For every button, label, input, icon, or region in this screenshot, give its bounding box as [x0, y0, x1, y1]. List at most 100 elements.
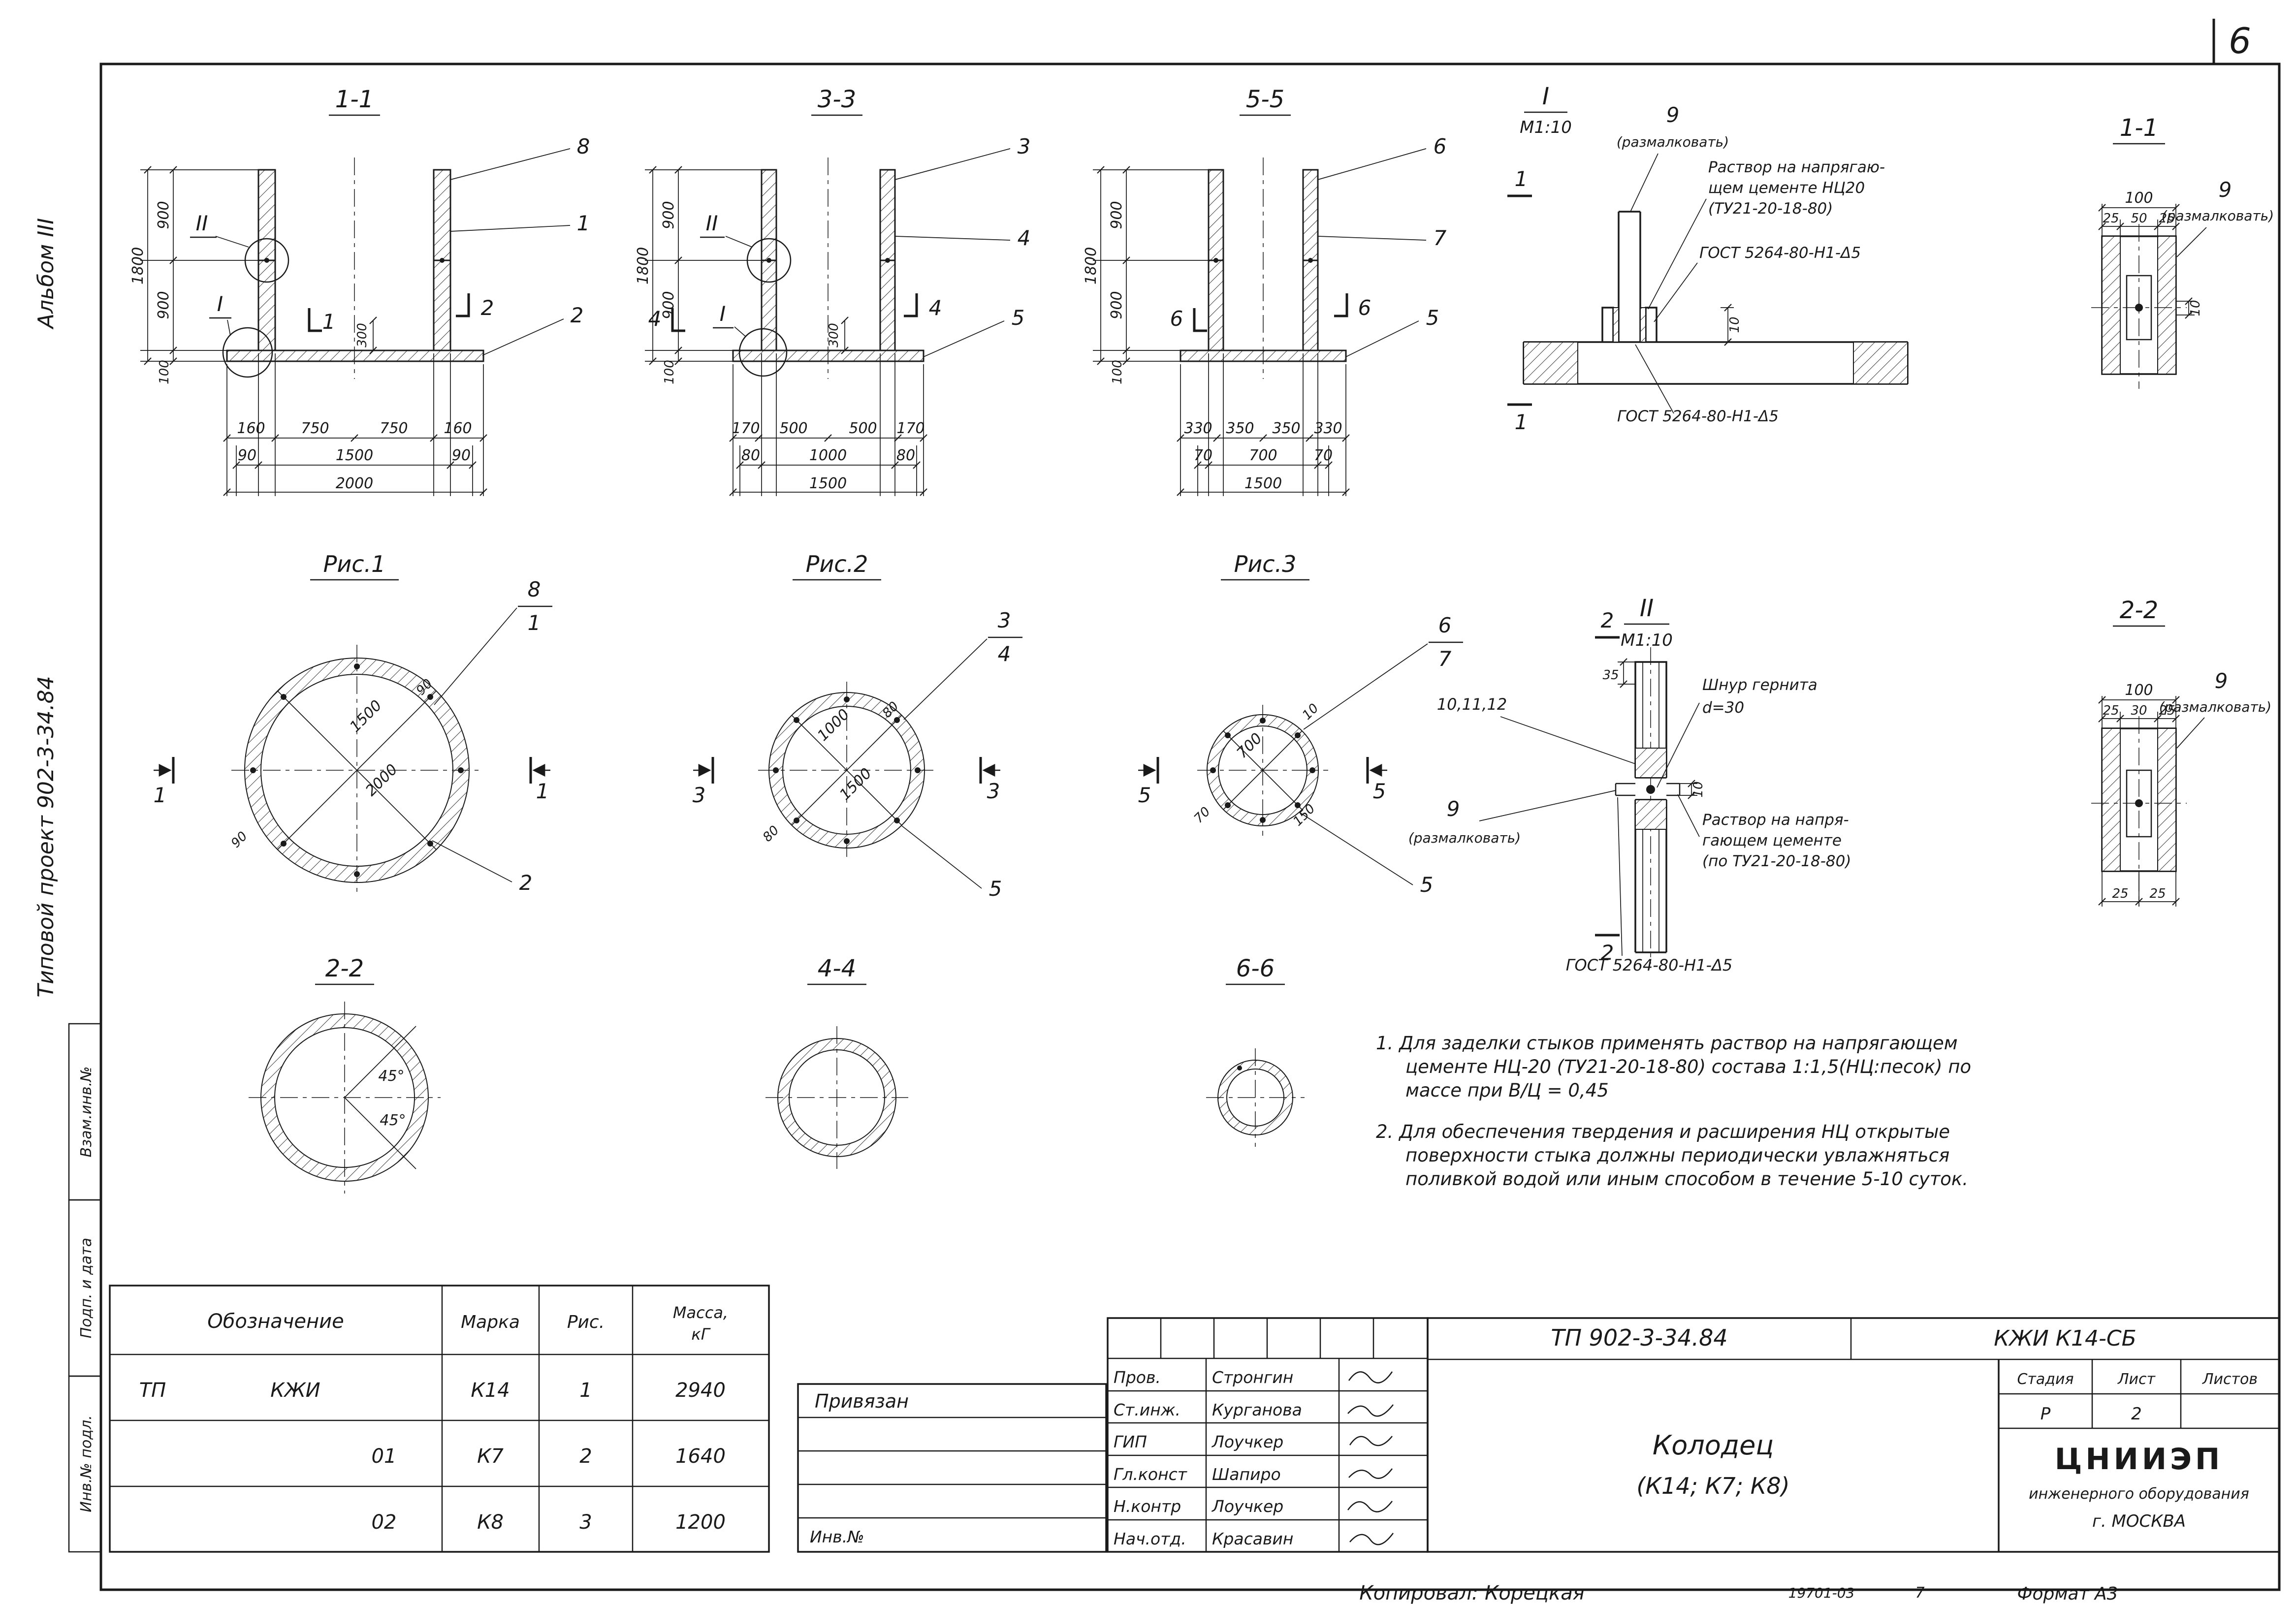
section-view-5-5: 5-5 900 900 100 1800 330 350 350 330 70 … — [1083, 86, 1447, 581]
wall-right-lower — [879, 259, 896, 351]
wall-inner-lines — [1642, 662, 1659, 952]
dim-25a: 25 — [2103, 703, 2119, 718]
dim-ext — [2102, 204, 2176, 236]
bolt-dots — [250, 663, 464, 877]
leader — [1657, 702, 1700, 788]
detail-circle-II — [244, 238, 289, 283]
dim-r2-1: 1000 — [809, 447, 847, 464]
remark-razmalkovat: (размалковать) — [1408, 830, 1521, 846]
note-2-line-1: 2. Для обеспечения твердения и расширени… — [1376, 1121, 1950, 1142]
note-1-line-2: цементе НЦ-20 (ТУ21-20-18-80) состава 1:… — [1405, 1056, 1971, 1077]
cut-symbol-right — [904, 293, 918, 317]
callout-2: 2 — [571, 303, 584, 327]
callout-4: 4 — [1018, 226, 1031, 250]
cut-label-right: 3 — [987, 779, 1000, 803]
wall-right-upper — [433, 169, 451, 261]
figure-label: Рис.2 — [806, 551, 868, 577]
detail-scale: М1:10 — [1520, 118, 1572, 137]
section-circle-4-4: 4-4 — [765, 955, 908, 1169]
dim-left-a: 900 — [1108, 201, 1125, 229]
signature-scribbles — [1347, 1371, 1394, 1545]
org-name: ЦНИИЭП — [2055, 1442, 2224, 1477]
figure-label: Рис.3 — [1234, 551, 1297, 577]
dim-25c: 25 — [2112, 886, 2128, 901]
dim-25b: 25 — [2159, 211, 2175, 226]
callout-leader — [923, 320, 1005, 357]
dim-ticks — [1724, 304, 1732, 346]
doc-number: ТП 902-3-34.84 — [1551, 1324, 1727, 1351]
callout-leader — [432, 840, 512, 882]
dim-ticks — [2185, 297, 2193, 319]
section-view-1-1: 1-1 900 900 100 1800 300 160 750 750 160… — [129, 86, 590, 581]
mortar-note-line2: щем цементе НЦ20 — [1708, 179, 1865, 197]
spec-row-1: ТП КЖИ К14 1 2940 — [139, 1379, 726, 1402]
dim-left-c: 100 — [1110, 360, 1125, 384]
wall-left-lower — [257, 259, 276, 351]
callout-1: 1 — [528, 611, 541, 635]
section-title: 5-5 — [1246, 86, 1284, 113]
ext-lines-left — [645, 169, 762, 362]
leader — [1654, 262, 1698, 322]
slab-outline — [1523, 341, 1909, 385]
signature-block: Пров. Стронгин Ст.инж. Курганова ГИП Лоу… — [1107, 1317, 1429, 1553]
footer: Копировал: Корецкая 19701-03 7 Формат А3 — [1359, 1582, 2118, 1604]
stamp-box-3 — [68, 1375, 102, 1553]
gost-weld-label: ГОСТ 5264-80-Н1-Δ5 — [1566, 956, 1733, 975]
dim-r2-1: 1500 — [336, 447, 373, 464]
callout-6: 6 — [1434, 134, 1447, 158]
dim-r1-3: 160 — [444, 420, 472, 437]
stamp-inv: Инв.№ подл. — [78, 1415, 95, 1512]
mortar-note-line1: Раствор на напря- — [1702, 811, 1849, 829]
section-circle-6-6: 6-6 — [1206, 955, 1305, 1147]
dim-r1-1: 350 — [1226, 420, 1254, 437]
dim-r1-0: 330 — [1184, 420, 1212, 437]
dim-25b: 25 — [2159, 703, 2175, 718]
ext-lines-bottom — [226, 353, 484, 496]
callout-leader — [1317, 236, 1427, 241]
mortar-note-line3: (ТУ21-20-18-80) — [1708, 200, 1833, 218]
wall-left-lower — [1208, 259, 1224, 351]
wall-right-lower — [433, 259, 451, 351]
dim-ticks — [2098, 898, 2180, 906]
wall-hatch-lower — [1635, 799, 1667, 830]
binding-title: Привязан — [815, 1390, 909, 1412]
leader — [1500, 716, 1636, 764]
bolt-dots — [773, 696, 921, 844]
slab-hatch-right — [1853, 342, 1908, 384]
org-city: г. МОСКВА — [2092, 1511, 2186, 1531]
dim-r3: 1500 — [1244, 475, 1282, 492]
dim-left-b: 900 — [660, 291, 677, 319]
mortar-note-line3: (по ТУ21-20-18-80) — [1702, 852, 1851, 870]
wall-left-lower — [761, 259, 777, 351]
dim-10: 10 — [2188, 300, 2203, 316]
dim-r2-2: 90 — [452, 447, 471, 464]
dim-10: 10 — [1691, 781, 1706, 797]
joint-flange-right — [1666, 783, 1681, 796]
detail-II: II М1:10 35 2 2 10 10,11,12 Шнур гернита… — [1408, 595, 1851, 975]
sig-name-5: Лоучкер — [1212, 1497, 1283, 1516]
wall-hatch-upper — [1635, 748, 1667, 778]
cut-symbol-right — [456, 293, 470, 317]
dim-25a: 25 — [2103, 211, 2119, 226]
doc-title-line1: Колодец — [1653, 1430, 1774, 1461]
spec-header-fig: Рис. — [567, 1312, 605, 1332]
note-1-line-1: 1. Для заделки стыков применять раствор … — [1376, 1033, 1958, 1054]
ext-lines-left — [140, 169, 258, 362]
wall-right-upper — [879, 169, 896, 261]
angle-label-2: 45° — [380, 1112, 406, 1129]
binding-border — [797, 1383, 1107, 1553]
leader — [1479, 790, 1616, 821]
dim-r1-2: 750 — [380, 420, 408, 437]
spec-table-columns — [441, 1286, 634, 1552]
ext-lines-left — [1093, 169, 1209, 362]
title-block-border — [1427, 1317, 2280, 1553]
dim-left-a: 900 — [155, 201, 172, 229]
detail-1-1: 1-1 25 50 25 100 10 9 (размалковать) — [2091, 114, 2274, 389]
binding-inv: Инв.№ — [810, 1527, 864, 1546]
stage-header-3: Листов — [2202, 1371, 2258, 1388]
dim-r1-0: 160 — [237, 420, 265, 437]
seam-dot — [766, 258, 771, 263]
wall-lower — [1634, 799, 1667, 953]
